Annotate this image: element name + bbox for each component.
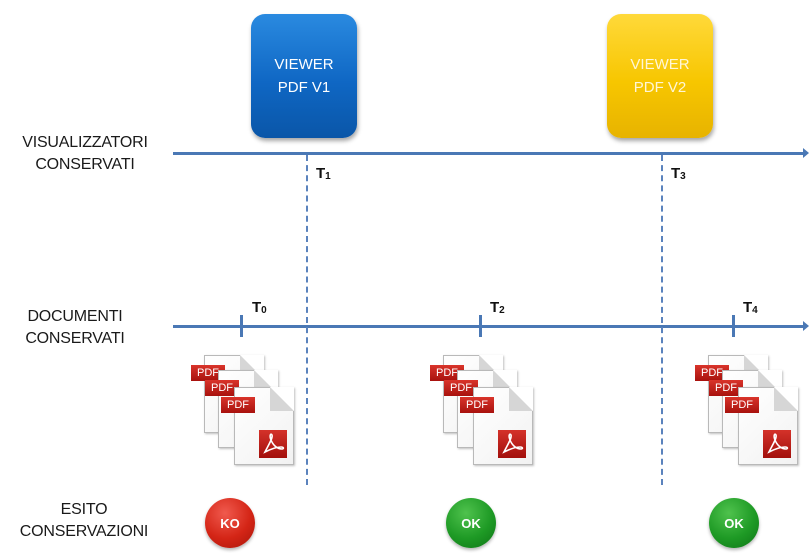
t3-label: T3 <box>671 165 686 182</box>
outcome-ko-text: KO <box>220 515 240 531</box>
documents-timeline <box>173 321 809 331</box>
viewer-pdf-v2-label: VIEWER PDF V2 <box>630 56 690 96</box>
viewer-pdf-v1-box: VIEWER PDF V1 <box>251 14 357 138</box>
outcome-ok-badge-t4: OK <box>709 498 759 548</box>
pdf-tag: PDF <box>460 397 494 413</box>
documents-row-label: DOCUMENTI CONSERVATI <box>25 308 125 347</box>
outcomes-row-label: ESITO CONSERVAZIONI <box>19 501 149 540</box>
pdf-document-icon: PDF <box>221 387 294 465</box>
t0-tick <box>240 315 243 337</box>
t3-dashed-line <box>661 155 663 485</box>
outcome-ok-text: OK <box>461 515 481 531</box>
viewers-timeline <box>173 148 809 158</box>
t2-label: T2 <box>490 299 505 316</box>
t1-dashed-line <box>306 155 308 485</box>
pdf-document-stack-t2: PDF PDF PDF <box>430 355 545 467</box>
pdf-document-icon: PDF <box>460 387 533 465</box>
t1-label: T1 <box>316 165 331 182</box>
viewers-timeline-arrow <box>803 148 809 158</box>
documents-timeline-arrow <box>803 321 809 331</box>
acrobat-logo-icon <box>763 430 791 458</box>
acrobat-logo-icon <box>259 430 287 458</box>
pdf-tag: PDF <box>709 380 743 396</box>
pdf-tag: PDF <box>430 365 464 381</box>
viewer-pdf-v2-box: VIEWER PDF V2 <box>607 14 713 138</box>
outcome-ok-text: OK <box>724 515 744 531</box>
pdf-document-stack-t4: PDF PDF PDF <box>695 355 809 467</box>
t4-label: T4 <box>743 299 758 316</box>
acrobat-logo-icon <box>498 430 526 458</box>
pdf-tag: PDF <box>444 380 478 396</box>
t4-tick <box>732 315 735 337</box>
outcome-ok-badge-t2: OK <box>446 498 496 548</box>
t0-label: T0 <box>252 299 267 316</box>
pdf-tag: PDF <box>221 397 255 413</box>
outcome-ko-badge: KO <box>205 498 255 548</box>
pdf-tag: PDF <box>695 365 729 381</box>
pdf-document-icon: PDF <box>725 387 798 465</box>
pdf-tag: PDF <box>191 365 225 381</box>
viewers-row-label: VISUALIZZATORI CONSERVATI <box>22 134 148 173</box>
pdf-tag: PDF <box>205 380 239 396</box>
viewer-pdf-v1-label: VIEWER PDF V1 <box>274 56 334 96</box>
pdf-document-stack-t0: PDF PDF PDF <box>191 355 306 467</box>
pdf-tag: PDF <box>725 397 759 413</box>
t2-tick <box>479 315 482 337</box>
